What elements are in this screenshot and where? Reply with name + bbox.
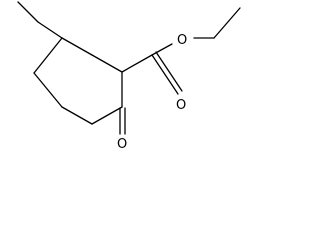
bond-ring-1	[61, 37, 93, 56]
atom-ketone-oxygen: O	[117, 137, 127, 150]
bond-ethyl-ch3	[17, 1, 39, 23]
bond-ethyl-ring	[37, 21, 63, 39]
atom-ester-ether-oxygen: O	[177, 33, 187, 48]
bond-carbonyl-a	[151, 54, 179, 95]
bond-ring-2	[91, 54, 123, 73]
bond-ethoxy-ch3	[213, 7, 241, 39]
bond-carboxyl-to-ether-o	[151, 43, 173, 56]
bond-carbonyl-b	[155, 51, 183, 92]
bond-ring-4	[91, 106, 123, 125]
atom-ester-carbonyl-oxygen: O	[176, 98, 186, 113]
bond-ring-to-carboxyl	[121, 54, 153, 73]
bond-ring-6	[33, 72, 63, 108]
structure-diagram: O O O	[17, 1, 241, 150]
bond-ring-5	[61, 106, 93, 125]
bond-ring-7	[33, 37, 63, 74]
